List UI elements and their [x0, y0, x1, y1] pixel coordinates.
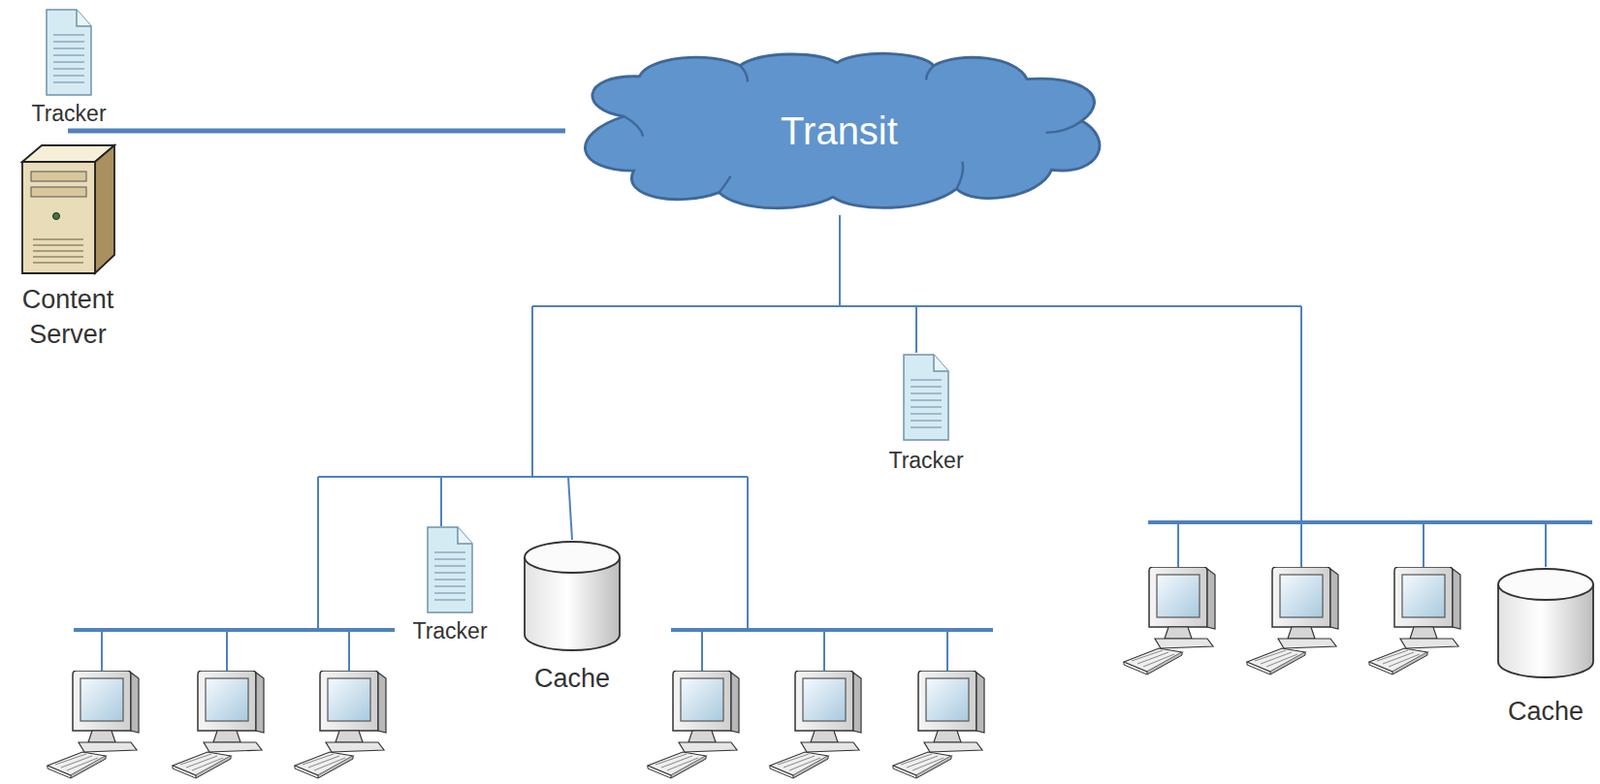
transit-cloud-node: Transit — [561, 45, 1118, 217]
device-label: Content Server — [4, 282, 131, 353]
tracker-file-icon — [44, 7, 94, 97]
network-device-node: Tracker — [31, 7, 106, 129]
server-icon — [17, 142, 119, 277]
device-label: Tracker — [412, 616, 487, 647]
network-device-node: Content Server — [4, 130, 131, 353]
network-device-node: Tracker — [412, 525, 487, 647]
network-device-node: Cache — [521, 539, 623, 697]
tracker-file-icon — [901, 352, 951, 443]
device-label: Cache — [534, 661, 610, 697]
cache-cylinder — [1495, 566, 1597, 681]
cloud-label: Transit — [780, 109, 898, 154]
network-device-node: Tracker — [888, 352, 963, 477]
tracker-file-icon — [425, 525, 475, 615]
device-label: Cache — [1507, 694, 1584, 730]
computer-icons — [47, 567, 1461, 779]
device-label: Tracker — [888, 446, 963, 477]
cache-cylinder — [521, 539, 623, 654]
device-label: Tracker — [31, 98, 106, 129]
network-link — [67, 128, 566, 134]
network-device-node: Cache — [1495, 566, 1597, 730]
